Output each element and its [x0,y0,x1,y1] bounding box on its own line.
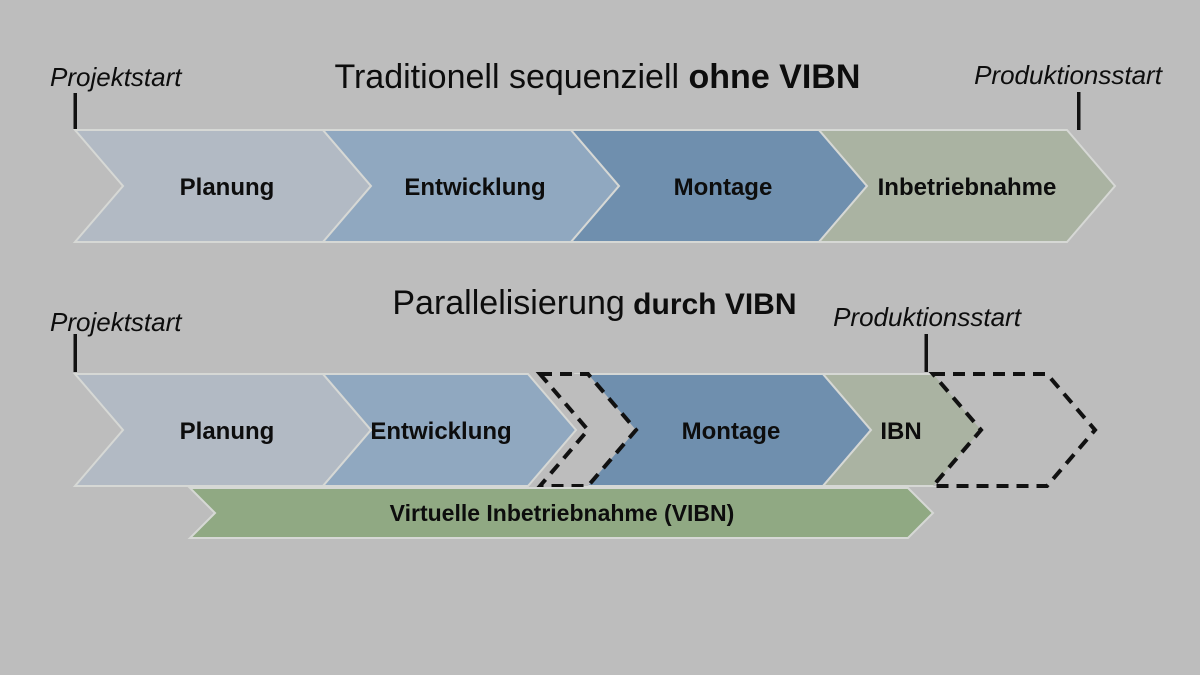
stage-chevron-entwicklung-bottom [320,373,578,487]
stage-label-planung-bottom: Planung [180,418,275,445]
stage-label-montage-top: Montage [674,174,773,201]
bottom-produktionsstart-label: Produktionsstart [833,302,1023,332]
top-produktionsstart-tick [1077,92,1081,130]
top-projektstart-tick [73,93,77,130]
vibn-bar-chevron [187,487,935,539]
bottom-projektstart-label: Projektstart [50,307,183,337]
dashed-saved-time-chevron-end [928,372,1098,488]
bottom-timeline-section: Parallelisierung durch VIBN Projektstart… [50,284,1098,539]
bottom-produktionsstart-tick [924,334,928,372]
stage-label-ibn-bottom: IBN [880,418,921,445]
vibn-bar-label: Virtuelle Inbetriebnahme (VIBN) [390,500,735,526]
stage-label-planung-top: Planung [180,174,275,201]
stage-label-entwicklung-top: Entwicklung [404,174,545,201]
top-projektstart-label: Projektstart [50,62,183,92]
bottom-section-title: Parallelisierung durch VIBN [361,284,819,322]
top-produktionsstart-label: Produktionsstart [974,60,1164,90]
dashed-overlap-chevron-mid [535,372,639,488]
stage-chevron-inbetriebnahme-top [816,129,1117,243]
top-timeline-section: Traditionell sequenziell ohne VIBN Proje… [50,58,1164,243]
stage-label-inbetriebnahme-top: Inbetriebnahme [878,174,1057,201]
bottom-projektstart-tick [73,334,77,372]
stage-label-entwicklung-bottom: Entwicklung [370,418,511,445]
top-section-title: Traditionell sequenziell ohne VIBN [303,58,882,96]
stage-label-montage-bottom: Montage [682,418,781,445]
